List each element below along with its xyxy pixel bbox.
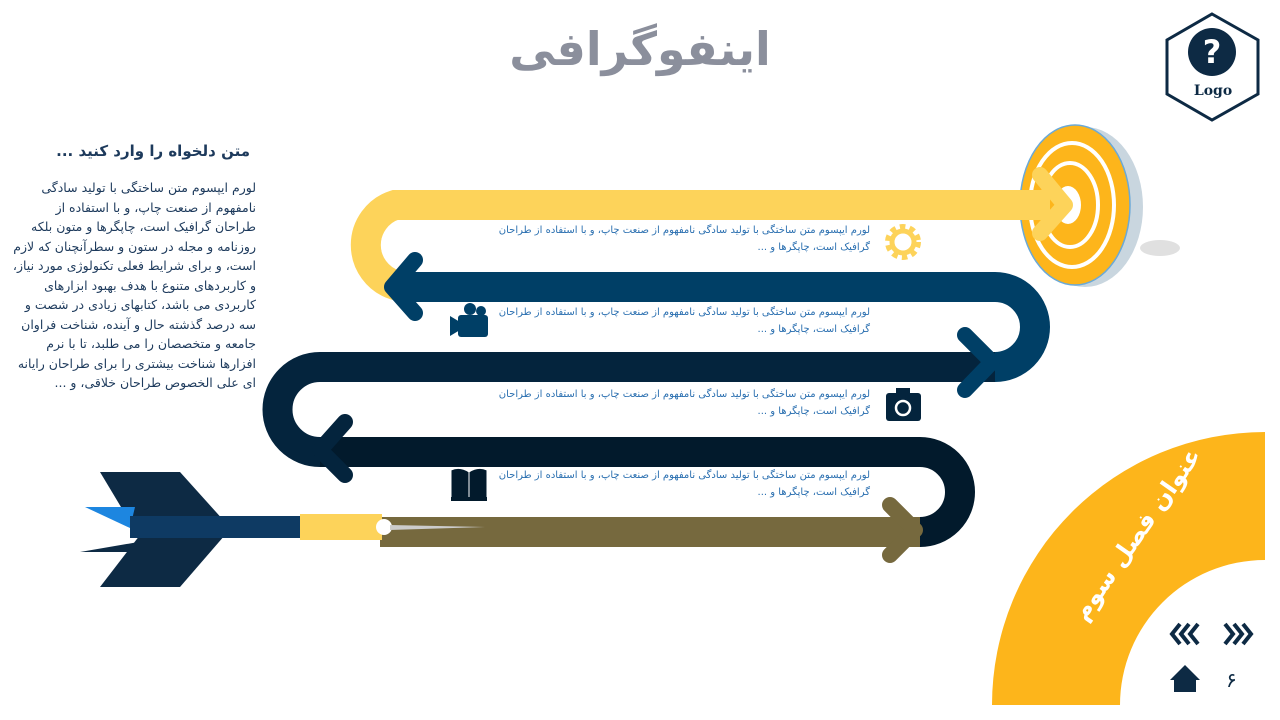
question-mark-icon [1188,28,1236,76]
step-text-1: لورم ایپسوم متن ساختگی با تولید سادگی نا… [498,225,870,253]
arrow-dark-left [312,414,353,483]
path-darkest [320,437,975,547]
logo-label: Logo [1193,83,1233,99]
path-yellow [350,190,1050,300]
previous-button-hit[interactable] [1168,618,1202,650]
arrow-navy-right [957,327,1000,398]
sidebar-body: لورم ایپسوم متن ساختگی با تولید سادگی نا… [12,180,256,390]
home-button[interactable] [1168,663,1202,695]
arrow-navy-left [384,252,423,321]
dart-icon [80,472,485,587]
gear-icon [885,224,921,260]
step-text-2: لورم ایپسوم متن ساختگی با تولید سادگی نا… [498,307,870,335]
next-button [1223,622,1254,646]
arrow-olive [882,497,923,563]
previous-button [1169,622,1200,646]
path-dark [262,352,995,467]
svg-text:?: ? [1203,33,1222,71]
next-button-hit[interactable] [1220,618,1254,650]
arrow-yellow [1032,167,1073,241]
path-navy [400,272,1050,382]
video-camera-icon [450,303,488,337]
page-title: اینفوگرافی [509,22,771,76]
step-text-4: لورم ایپسوم متن ساختگی با تولید سادگی نا… [498,470,870,498]
page-number: ۶ [1226,668,1237,692]
home-icon [1170,665,1200,692]
sidebar-heading: متن دلخواه را وارد کنید ... [56,142,250,160]
step-text-3: لورم ایپسوم متن ساختگی با تولید سادگی نا… [498,389,870,417]
book-icon [450,467,488,501]
camera-icon [886,388,921,421]
chapter-arc [992,432,1265,705]
